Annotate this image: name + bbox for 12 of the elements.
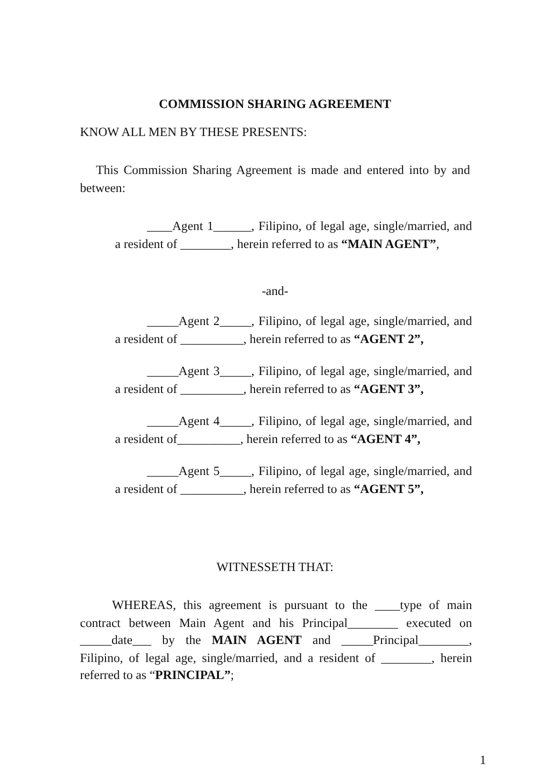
- party-clause: _____Agent 5_____, Filipino, of legal age, single/married, and a resident of __________, herein referred to as “AGENT 5”,: [115, 463, 472, 498]
- party-clause: _____Agent 3_____, Filipino, of legal age, single/married, and a resident of __________, herein referred to as “AGENT 3”,: [115, 363, 472, 398]
- heading: WITNESSETH THAT:: [215, 559, 335, 576]
- paragraph: WHEREAS, this agreement is pursuant to the ____type of main contract between Main Agent and his Principal________ executed on _____date___ by the MAIN AGENT and _____Principal________, Filipino, of legal age, single/married, and a resident of ________, herein referred to as “PRINCIPAL”;: [80, 597, 472, 684]
- page-number: 1: [478, 752, 486, 769]
- heading: KNOW ALL MEN BY THESE PRESENTS:: [80, 124, 308, 141]
- document-title: COMMISSION SHARING AGREEMENT: [158, 96, 392, 113]
- separator-text: -and-: [260, 283, 290, 300]
- party-clause: _____Agent 4_____, Filipino, of legal age, single/married, and a resident of__________, herein referred to as “AGENT 4”,: [115, 413, 472, 448]
- party-clause: _____Agent 2_____, Filipino, of legal age, single/married, and a resident of __________, herein referred to as “AGENT 2”,: [115, 313, 472, 348]
- paragraph: This Commission Sharing Agreement is made and entered into by and between:: [80, 162, 470, 196]
- party-clause: ____Agent 1______, Filipino, of legal age, single/married, and a resident of ________, herein referred to as “MAIN AGENT”,: [115, 218, 472, 252]
